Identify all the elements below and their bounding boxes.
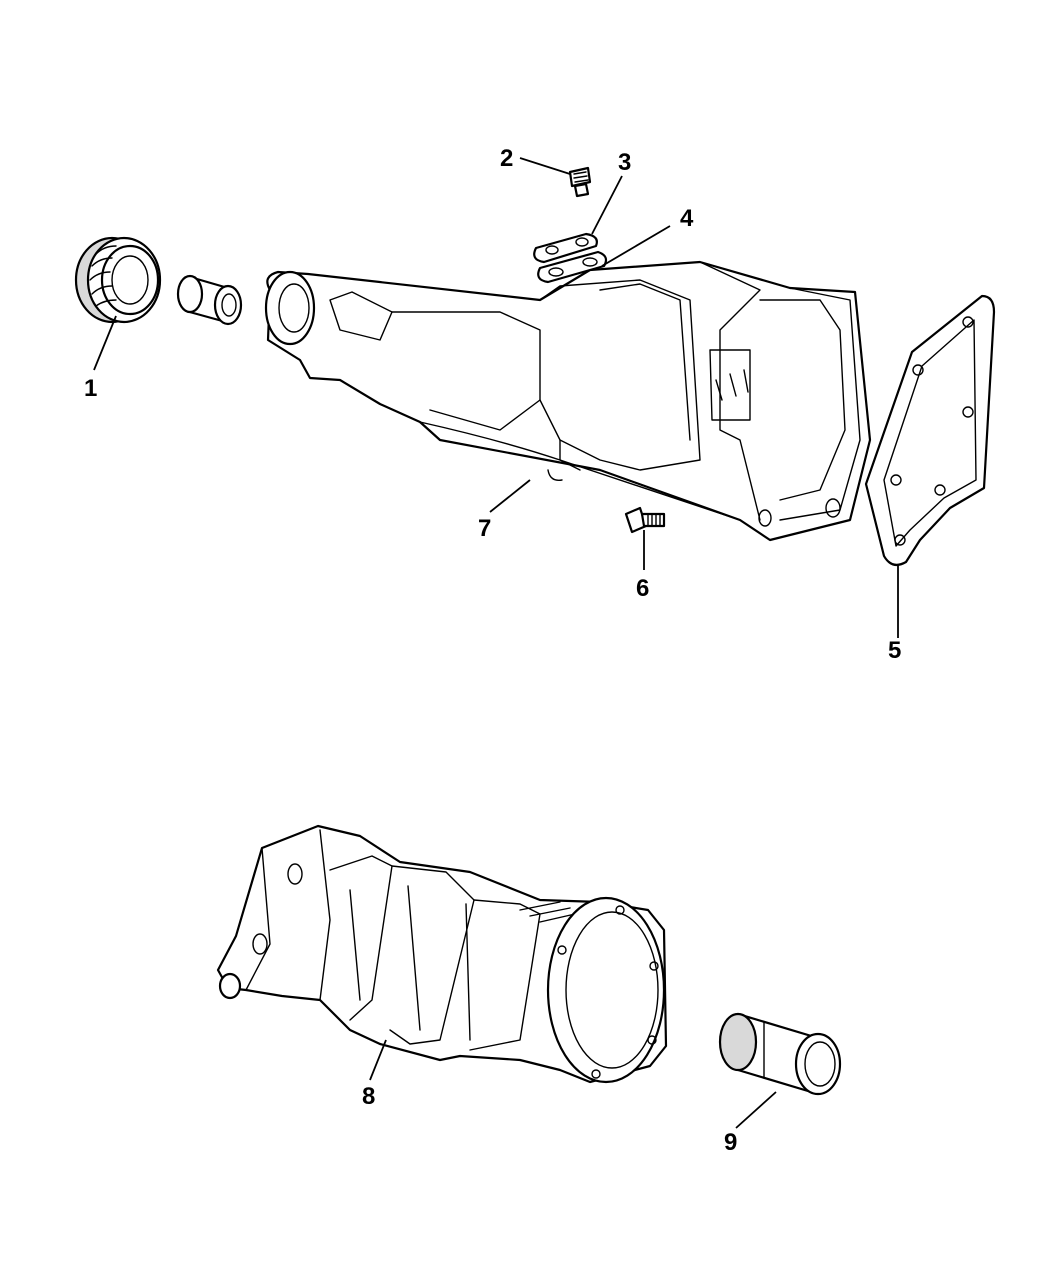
leader-9 <box>735 1091 777 1129</box>
part-3-plate <box>533 232 598 264</box>
leader-3 <box>591 175 623 235</box>
leader-4 <box>601 225 671 267</box>
callout-2: 2 <box>500 145 513 172</box>
part-9-bushing <box>718 1012 842 1096</box>
bushing-upper <box>176 274 243 326</box>
leader-7 <box>489 479 531 513</box>
callout-7: 7 <box>478 515 491 542</box>
callout-6: 6 <box>636 575 649 602</box>
part-7-extension-housing <box>264 260 872 542</box>
part-5-gasket <box>864 294 996 567</box>
leader-1 <box>93 315 117 371</box>
leader-8 <box>369 1039 387 1081</box>
part-8-adapter-housing <box>216 824 668 1084</box>
callout-8: 8 <box>362 1083 375 1110</box>
part-1-seal <box>74 236 162 324</box>
callout-9: 9 <box>724 1129 737 1156</box>
part-4-gasket <box>537 250 608 284</box>
callout-5: 5 <box>888 637 901 664</box>
callout-3: 3 <box>618 149 631 176</box>
callout-1: 1 <box>84 375 97 402</box>
leader-2 <box>519 157 571 175</box>
part-2-bolt <box>568 166 592 198</box>
part-6-bolt <box>624 506 666 534</box>
callout-4: 4 <box>680 205 694 232</box>
